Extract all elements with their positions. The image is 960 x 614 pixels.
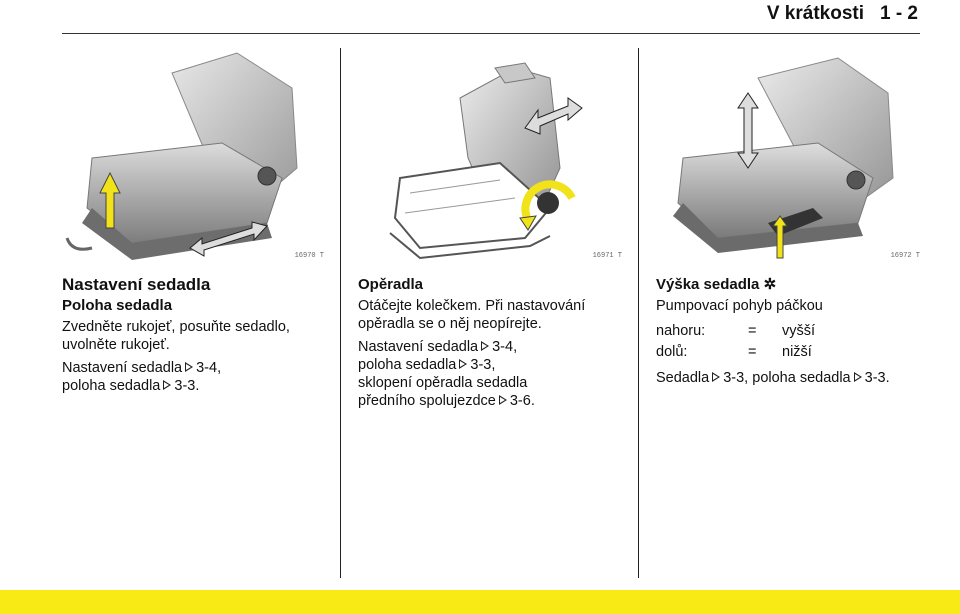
column-seat-height: Výška sedadla ✲ Pumpovací pohyb páčkou n… [656,276,946,392]
direction-label: dolů: [656,344,688,360]
page-ref: 3-3. [864,370,890,386]
direction-row: nahoru: = vyšší [656,322,946,340]
reference-link[interactable]: Sedadla [656,370,710,386]
section-heading: Nastavení sedadla [62,275,211,294]
page-number: 1 - 2 [879,3,918,24]
page-ref: 3-6. [509,393,535,409]
header-rule [62,33,920,34]
seat-height-illustration: 16972 T [648,48,926,268]
direction-label: nahoru: [656,323,706,339]
page-ref: 3-3, [470,357,496,373]
page-reference-icon [498,395,507,405]
page-ref: 3-3. [174,378,200,394]
page-reference-icon [853,372,862,382]
column-backrest: Opěradla Otáčejte kolečkem. Při nastavov… [358,276,630,415]
cross-reference: Sedadla 3-3, poloha sedadla 3-3. [656,369,946,387]
reference-link[interactable]: Nastavení sedadla [62,360,183,376]
seat-backrest-illustration: 16971 T [350,48,628,268]
equals-sign: = [748,344,757,360]
page-header: V krátkosti 1 - 2 [0,0,960,34]
instruction-text: Pumpovací pohyb páčkou [656,298,823,314]
cross-reference: Nastavení sedadla 3-4, poloha sedadla 3-3,… [358,338,630,410]
reference-link[interactable]: poloha sedadla [358,357,457,373]
seat-position-illustration: 16970 T [62,48,330,268]
column-divider [638,48,639,578]
equals-sign: = [748,323,757,339]
page-ref: 3-4, [492,339,518,355]
figure-code: 16971 T [592,252,622,260]
instruction-text: Otáčejte kolečkem. Při nastavování opěra… [358,298,586,332]
section-heading: Výška sedadla ✲ [656,276,946,294]
figure-code: 16972 T [890,252,920,260]
column-divider [340,48,341,578]
reference-link[interactable]: Nastavení sedadla [358,339,479,355]
cross-reference: Nastavení sedadla 3-4, poloha sedadla 3-3. [62,359,332,395]
page-reference-icon [163,380,172,390]
page-ref: 3-3, [723,370,749,386]
page-reference-icon [185,362,194,372]
section-heading: Opěradla [358,276,424,293]
heating-symbol-icon: ✲ [763,276,777,293]
instruction-text: Zvedněte rukojeť, posuňte sedadlo, uvoln… [62,319,290,353]
column-seat-position: Nastavení sedadla Poloha sedadla Zvednět… [62,276,332,400]
page-reference-icon [481,341,490,351]
footer-band [0,590,960,614]
reference-link[interactable]: poloha sedadla [752,370,851,386]
page-reference-icon [459,359,468,369]
figure-code: 16970 T [294,252,324,260]
subsection-heading: Poloha sedadla [62,297,173,314]
heading-text: Výška sedadla [656,276,760,293]
page-ref: 3-4, [196,360,222,376]
reference-link[interactable]: poloha sedadla [62,378,161,394]
reference-link[interactable]: předního spolujezdce [358,393,496,409]
page-reference-icon [712,372,721,382]
section-title: V krátkosti [766,3,864,24]
reference-text: sklopení opěradla sedadla [358,375,528,391]
direction-value: vyšší [782,323,816,339]
direction-row: dolů: = nižší [656,343,946,361]
direction-value: nižší [782,344,812,360]
